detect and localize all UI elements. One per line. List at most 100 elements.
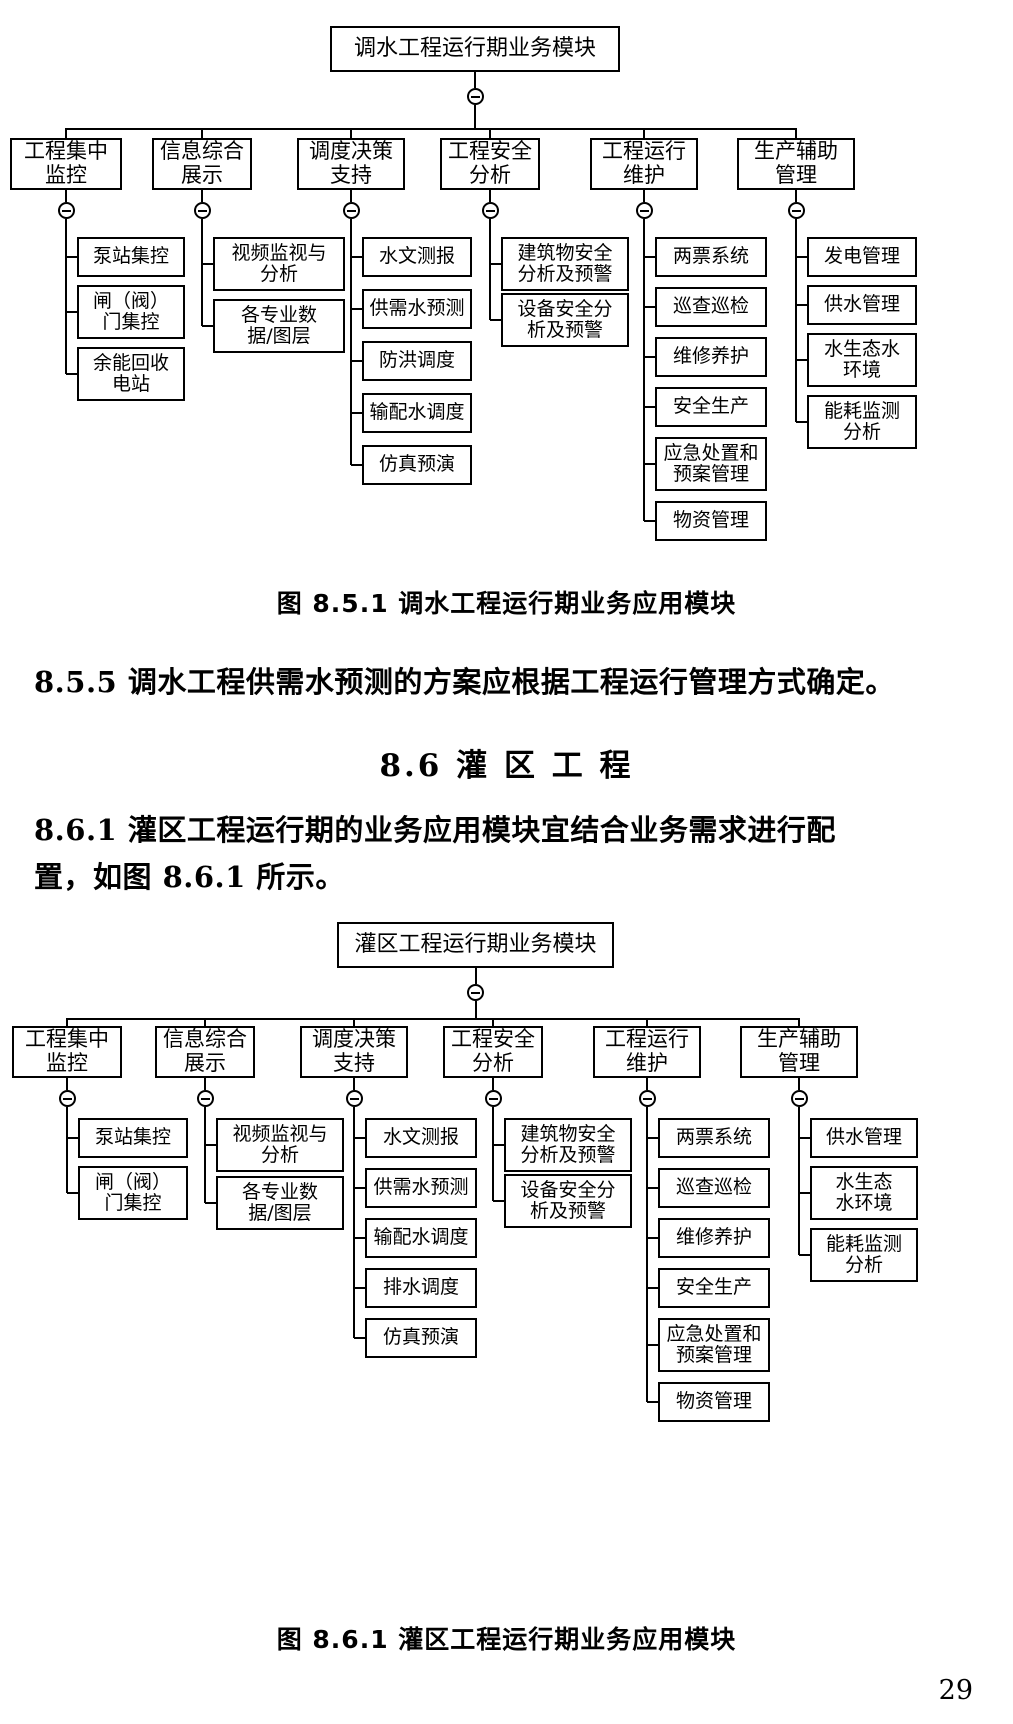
clause-8-6-1-line-2: 置，如图 8.6.1 所示。 (34, 860, 345, 894)
connector-line (795, 190, 797, 202)
tree-leaf-node: 水文测报 (365, 1118, 477, 1158)
connector-line (204, 1078, 206, 1090)
tree-leaf-node: 建筑物安全 分析及预警 (504, 1118, 632, 1172)
connector-line (351, 256, 362, 258)
tree-leaf-node: 各专业数 据/图层 (216, 1176, 344, 1230)
connector-line (202, 325, 213, 327)
connector-line (353, 1018, 355, 1026)
connector-line (205, 1202, 216, 1204)
connector-line (202, 263, 213, 265)
connector-line (647, 1401, 658, 1403)
connector-line (798, 1018, 800, 1026)
connector-line (798, 1078, 800, 1090)
connector-line (799, 1192, 810, 1194)
tree-leaf-node: 物资管理 (658, 1382, 770, 1422)
collapse-minus-icon[interactable] (481, 202, 499, 219)
connector-line (66, 373, 77, 375)
collapse-minus-icon[interactable] (466, 88, 484, 105)
connector-line (489, 190, 491, 202)
collapse-minus-icon[interactable] (193, 202, 211, 219)
connector-line (643, 219, 645, 521)
page-number: 29 (938, 1675, 973, 1706)
connector-line (493, 1200, 504, 1202)
connector-line (644, 520, 655, 522)
collapse-minus-icon[interactable] (342, 202, 360, 219)
connector-line (201, 190, 203, 202)
tree-leaf-node: 防洪调度 (362, 341, 472, 381)
tree-leaf-node: 应急处置和 预案管理 (658, 1318, 770, 1372)
connector-line (66, 1078, 68, 1090)
connector-line (204, 1018, 206, 1026)
connector-line (67, 1018, 799, 1020)
collapse-minus-icon[interactable] (345, 1090, 363, 1107)
tree-leaf-node: 发电管理 (807, 237, 917, 277)
connector-line (354, 1287, 365, 1289)
connector-line (353, 1107, 355, 1338)
tree-leaf-node: 能耗监测 分析 (807, 395, 917, 449)
connector-line (489, 219, 491, 320)
clause-8-6-1-line-1: 8.6.1 灌区工程运行期的业务应用模块宜结合业务需求进行配 (34, 813, 836, 847)
tree-leaf-node: 供需水预测 (362, 289, 472, 329)
connector-line (65, 219, 67, 374)
tree-branch-node: 工程集中 监控 (10, 138, 122, 190)
tree-leaf-node: 仿真预演 (362, 445, 472, 485)
tree-leaf-node: 各专业数 据/图层 (213, 299, 345, 353)
tree-branch-node: 工程运行 维护 (590, 138, 698, 190)
collapse-minus-icon[interactable] (484, 1090, 502, 1107)
collapse-minus-icon[interactable] (58, 1090, 76, 1107)
tree-leaf-node: 维修养护 (655, 337, 767, 377)
connector-line (354, 1337, 365, 1339)
tree-leaf-node: 排水调度 (365, 1268, 477, 1308)
connector-line (350, 190, 352, 202)
connector-line (474, 105, 476, 128)
collapse-minus-icon[interactable] (196, 1090, 214, 1107)
connector-line (799, 1137, 810, 1139)
collapse-minus-icon[interactable] (790, 1090, 808, 1107)
tree-leaf-node: 巡查巡检 (658, 1168, 770, 1208)
connector-line (354, 1237, 365, 1239)
tree-leaf-node: 设备安全分 析及预警 (504, 1174, 632, 1228)
connector-line (795, 128, 797, 138)
connector-line (66, 1018, 68, 1026)
connector-line (647, 1237, 658, 1239)
collapse-minus-icon[interactable] (635, 202, 653, 219)
connector-line (796, 304, 807, 306)
connector-line (67, 1137, 78, 1139)
connector-line (201, 128, 203, 138)
connector-line (66, 256, 77, 258)
tree-leaf-node: 输配水调度 (365, 1218, 477, 1258)
connector-line (65, 190, 67, 202)
connector-line (489, 128, 491, 138)
connector-line (66, 1107, 68, 1193)
connector-line (474, 1001, 477, 1018)
connector-line (205, 1144, 216, 1146)
collapse-minus-icon[interactable] (638, 1090, 656, 1107)
tree-leaf-node: 输配水调度 (362, 393, 472, 433)
tree-root-node: 调水工程运行期业务模块 (330, 26, 620, 72)
tree-branch-node: 调度决策 支持 (297, 138, 405, 190)
tree-leaf-node: 维修养护 (658, 1218, 770, 1258)
connector-line (66, 311, 77, 313)
tree-leaf-node: 泵站集控 (78, 1118, 188, 1158)
collapse-minus-icon[interactable] (57, 202, 75, 219)
tree-leaf-node: 应急处置和 预案管理 (655, 437, 767, 491)
tree-branch-node: 生产辅助 管理 (740, 1026, 858, 1078)
tree-leaf-node: 供需水预测 (365, 1168, 477, 1208)
tree-leaf-node: 安全生产 (655, 387, 767, 427)
tree-leaf-node: 仿真预演 (365, 1318, 477, 1358)
connector-line (351, 464, 362, 466)
connector-line (796, 256, 807, 258)
connector-line (493, 1144, 504, 1146)
connector-line (490, 263, 501, 265)
tree-leaf-node: 安全生产 (658, 1268, 770, 1308)
tree-leaf-node: 余能回收 电站 (77, 347, 185, 401)
tree-leaf-node: 供水管理 (807, 285, 917, 325)
tree-leaf-node: 两票系统 (655, 237, 767, 277)
connector-line (644, 356, 655, 358)
collapse-minus-icon[interactable] (467, 984, 484, 1001)
collapse-minus-icon[interactable] (787, 202, 805, 219)
connector-line (796, 421, 807, 423)
connector-line (67, 1192, 78, 1194)
connector-line (492, 1078, 494, 1090)
